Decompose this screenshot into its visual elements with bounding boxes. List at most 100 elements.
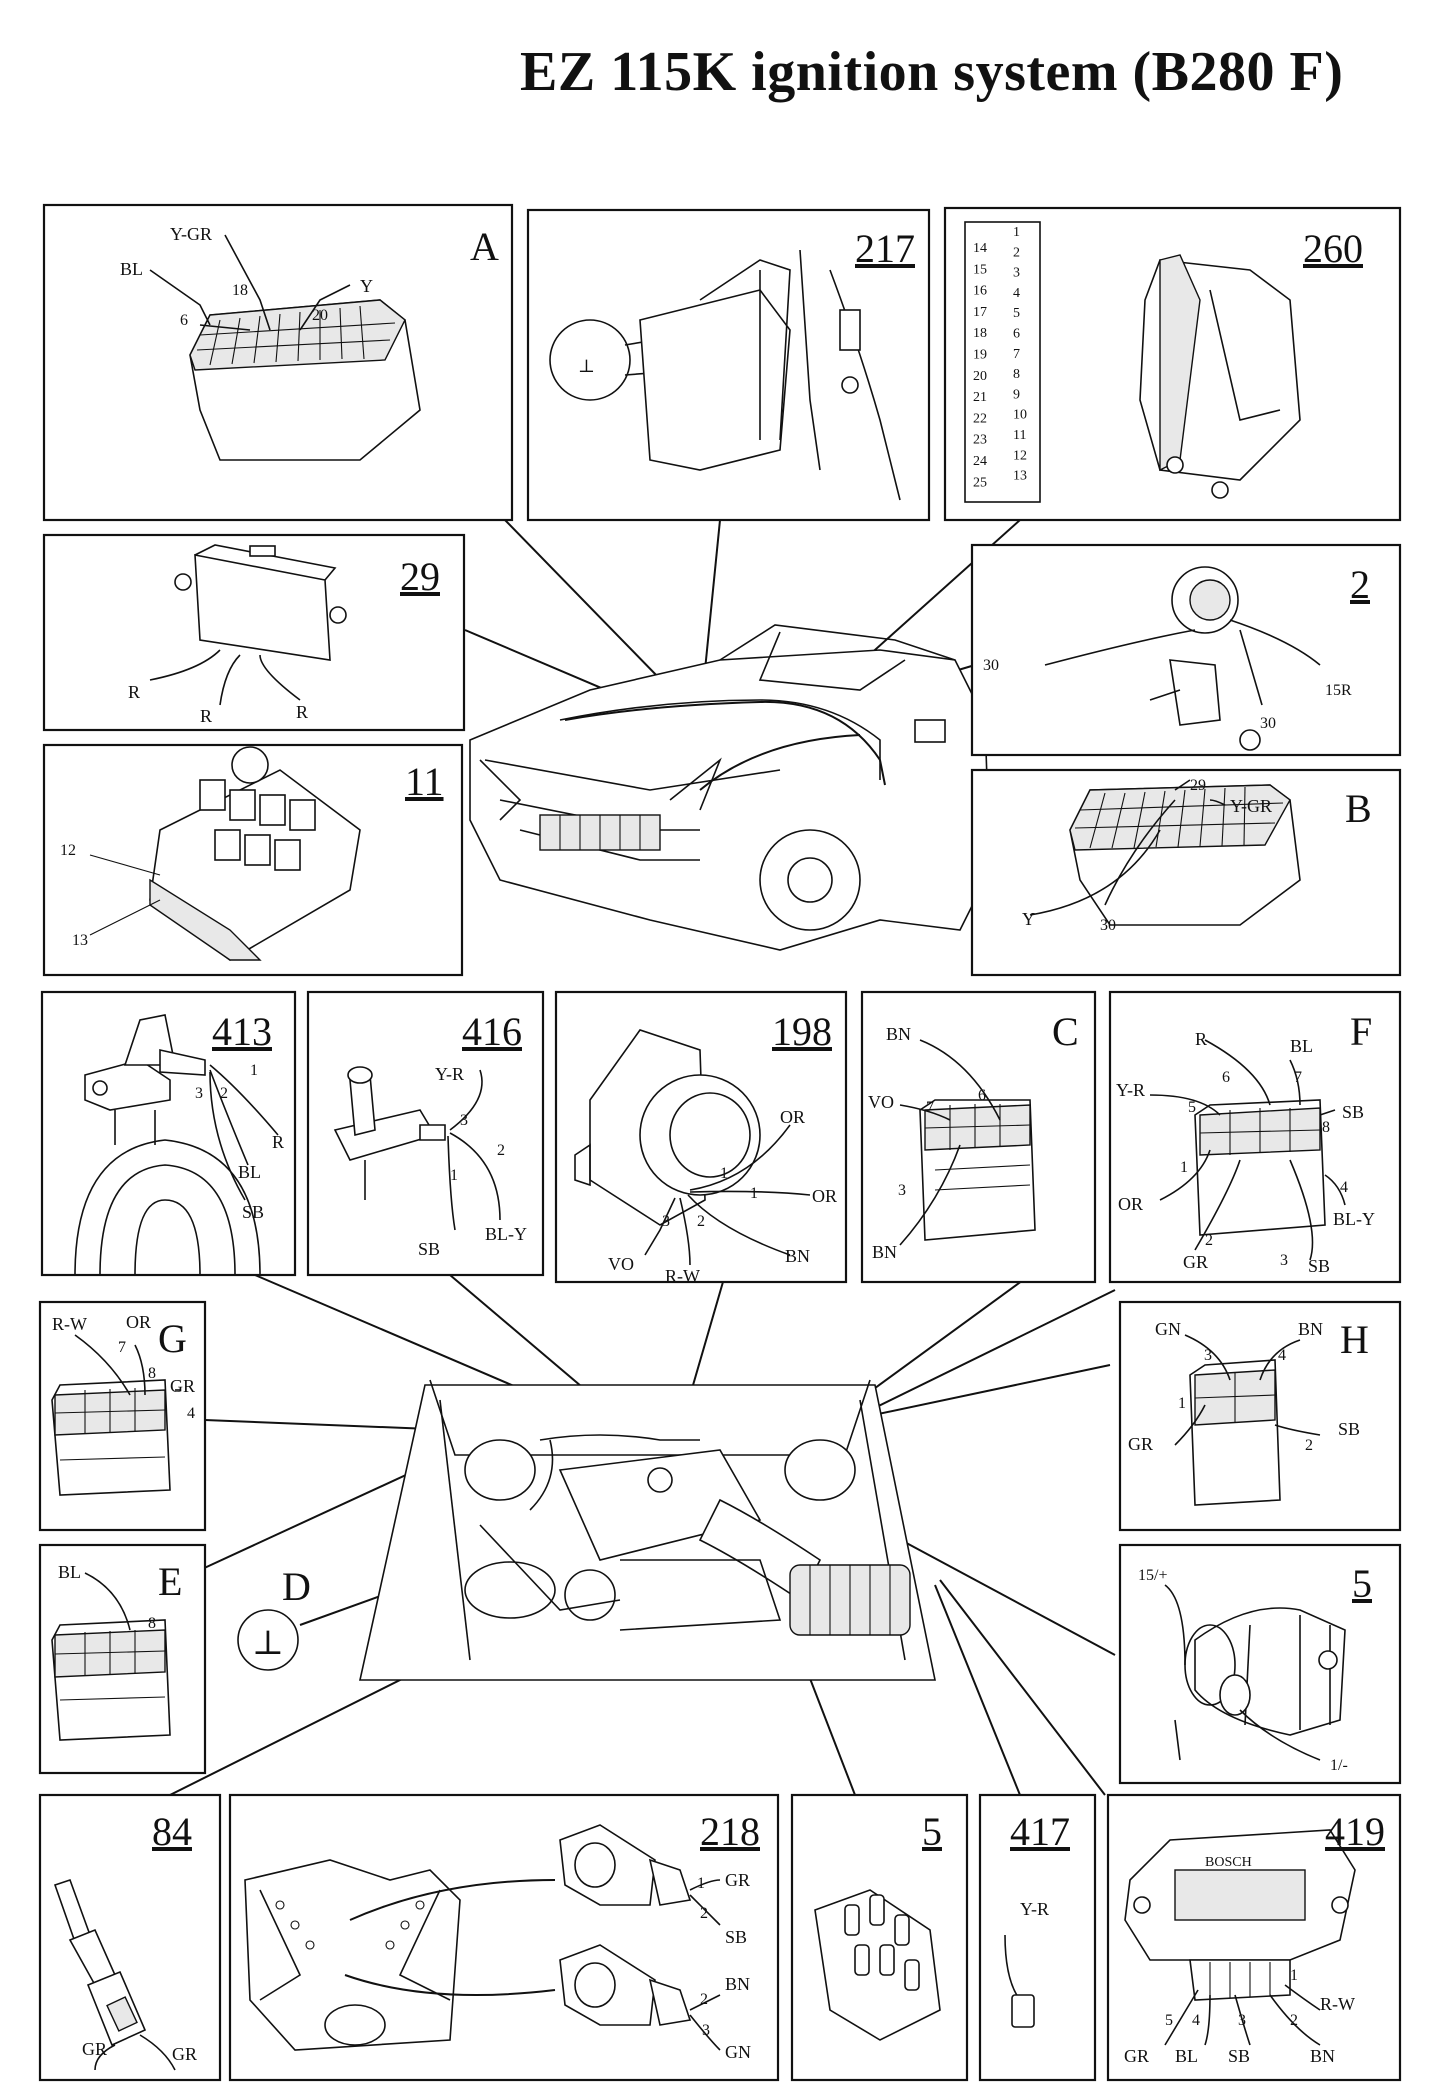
label-id: 413 — [212, 1009, 272, 1054]
component-box-A: A Y-GR BL 18 6 Y 20 — [42, 203, 514, 522]
pin-label: 2 — [700, 1905, 708, 1922]
wire-label: SB — [1338, 1419, 1360, 1439]
component-box-417: 417 Y-R — [978, 1793, 1097, 2082]
pin-number: 23 — [973, 433, 987, 448]
page-title: EZ 115K ignition system (B280 F) — [520, 41, 1344, 103]
component-box-H: H GN BN 3 4 1 SB 2 GR — [1118, 1300, 1402, 1532]
component-box-218: 218 1 GR 2 SB BN 2 3 GN — [228, 1793, 780, 2082]
pin-label: 3 — [1238, 2012, 1246, 2029]
pin-list-260: 1415161718192021222324251234567891011121… — [973, 225, 1027, 490]
wire-label: BL-Y — [485, 1224, 527, 1244]
pin-label: 7 — [118, 1339, 126, 1356]
pin-label: 2 — [497, 1142, 505, 1159]
pin-number: 1 — [1013, 225, 1020, 240]
wire-label: BL — [1290, 1036, 1313, 1056]
wire-label: BN — [1310, 2046, 1335, 2066]
pin-label: 18 — [232, 282, 248, 299]
wire-label: BN — [872, 1242, 897, 1262]
wire-label: R — [1195, 1029, 1207, 1049]
wire-label: OR — [126, 1312, 151, 1332]
component-box-84: 84 GR GR — [38, 1793, 222, 2082]
pin-label: 1 — [697, 1875, 705, 1892]
label-id: 416 — [462, 1009, 522, 1054]
pin-label: 1 — [1178, 1395, 1186, 1412]
car-illustration — [469, 624, 991, 951]
label-id: 2 — [1350, 562, 1370, 607]
wire-label: GR — [170, 1376, 195, 1396]
pin-number: 20 — [973, 369, 987, 384]
component-box-G: G R-W OR 7 8 GR 4 — [38, 1300, 207, 1532]
pin-label: 4 — [1192, 2012, 1200, 2029]
pin-label: 3 — [898, 1182, 906, 1199]
wire-label: Y-R — [435, 1064, 464, 1084]
label-id: 417 — [1010, 1809, 1070, 1854]
label-id: F — [1350, 1009, 1372, 1054]
ground-icon: ⊥ — [252, 1625, 284, 1662]
wire-label: SB — [1308, 1256, 1330, 1276]
pin-label: 4 — [187, 1405, 195, 1422]
pin-number: 5 — [1013, 306, 1020, 321]
pin-label: 3 — [662, 1213, 670, 1230]
pin-label: 1 — [750, 1185, 758, 1202]
label-id: 5 — [1352, 1561, 1372, 1606]
wire-label: Y-GR — [1230, 796, 1272, 816]
pin-label: 30 — [1260, 715, 1276, 732]
pin-number: 3 — [1013, 266, 1020, 281]
wire-label: Y-GR — [170, 224, 212, 244]
pin-label: 4 — [1340, 1179, 1348, 1196]
ground-point-D: D ⊥ — [237, 1564, 311, 1671]
pin-label: 3 — [1280, 1252, 1288, 1269]
pin-label: 2 — [1205, 1232, 1213, 1249]
label-id: C — [1052, 1009, 1079, 1054]
label-id: H — [1340, 1317, 1369, 1362]
pin-number: 14 — [973, 241, 987, 256]
wire-label: BL — [58, 1562, 81, 1582]
wire-label: SB — [1228, 2046, 1250, 2066]
label-id: G — [158, 1316, 187, 1361]
pin-label: 3 — [195, 1085, 203, 1102]
pin-label: 3 — [702, 2022, 710, 2039]
wire-label: GR — [1124, 2046, 1149, 2066]
label-id: 29 — [400, 554, 440, 599]
pin-label: 1 — [1180, 1159, 1188, 1176]
pin-number: 2 — [1013, 245, 1020, 260]
pin-label: 5 — [1165, 2012, 1173, 2029]
pin-label: 4 — [1278, 1347, 1286, 1364]
pin-label: 8 — [148, 1365, 156, 1382]
component-box-413: 413 1 3 2 R BL SB — [40, 990, 297, 1277]
pin-number: 13 — [1013, 469, 1027, 484]
wire-label: GR — [82, 2039, 107, 2059]
wire-label: Y — [360, 276, 373, 296]
label-id: 218 — [700, 1809, 760, 1854]
wire-label: SB — [725, 1927, 747, 1947]
label-id: D — [282, 1564, 311, 1609]
label-id: 217 — [855, 226, 915, 271]
label-id: 198 — [772, 1009, 832, 1054]
label-id: A — [470, 224, 499, 269]
brand-label: BOSCH — [1205, 1855, 1252, 1870]
label-id: 419 — [1325, 1809, 1385, 1854]
pin-number: 9 — [1013, 387, 1020, 402]
wire-label: BN — [1298, 1319, 1323, 1339]
wire-label: GR — [1128, 1434, 1153, 1454]
component-box-419: BOSCH 419 1 R-W 5 4 3 2 GR BL SB BN — [1106, 1793, 1402, 2082]
pin-label: 30 — [1100, 917, 1116, 934]
component-box-416: 416 Y-R 3 2 1 SB BL-Y — [306, 990, 545, 1277]
pin-number: 21 — [973, 390, 987, 405]
pin-label: 30 — [983, 657, 999, 674]
pin-label: 8 — [148, 1615, 156, 1632]
pin-label: 6 — [1222, 1069, 1230, 1086]
wire-label: R — [200, 706, 212, 726]
pin-label: 29 — [1190, 777, 1206, 794]
wire-label: SB — [418, 1239, 440, 1259]
wire-label: BN — [886, 1024, 911, 1044]
pin-number: 8 — [1013, 367, 1020, 382]
wire-label: Y-R — [1020, 1899, 1049, 1919]
wire-label: OR — [780, 1107, 805, 1127]
component-box-C: C BN 6 VO 7 3 BN — [860, 990, 1097, 1284]
component-box-260: 1415161718192021222324251234567891011121… — [943, 206, 1402, 522]
pin-label: 1/- — [1330, 1757, 1348, 1774]
wire-label: R-W — [665, 1266, 700, 1286]
pin-label: 2 — [700, 1991, 708, 2008]
wire-label: GR — [1183, 1252, 1208, 1272]
